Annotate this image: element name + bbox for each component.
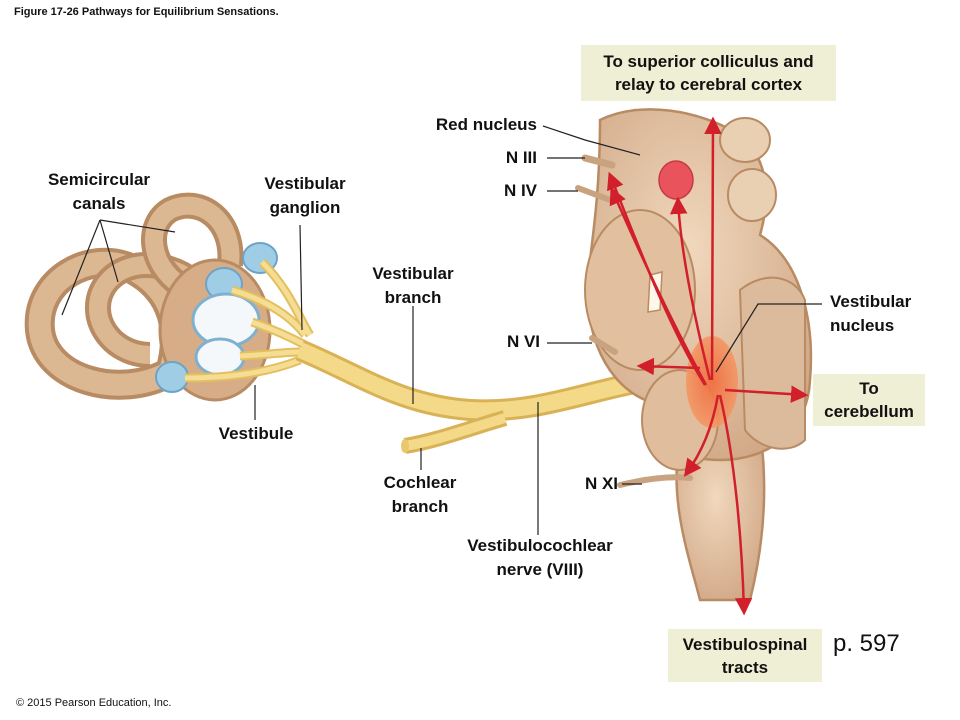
box-to-cerebellum: To cerebellum — [813, 374, 925, 426]
page-reference: p. 597 — [833, 630, 900, 657]
label-n-xi: N XI — [584, 474, 618, 493]
box-superior-colliculus: To superior colliculus and relay to cere… — [581, 45, 836, 101]
label-vestibular-ganglion: Vestibular ganglion — [264, 174, 346, 217]
red-nucleus-structure — [658, 160, 694, 200]
copyright-notice: © 2015 Pearson Education, Inc. — [16, 697, 172, 709]
label-vestibule: Vestibule — [218, 424, 294, 443]
n-iii-stub — [581, 154, 616, 169]
label-vestibular-branch: Vestibular branch — [372, 264, 454, 307]
label-cochlear-branch: Cochlear branch — [383, 473, 457, 516]
vestibular-nucleus-structure — [686, 336, 738, 428]
label-n-iv: N IV — [503, 181, 537, 200]
label-n-vi: N VI — [506, 332, 540, 351]
n-iv-stub — [575, 185, 613, 203]
leader-lines — [61, 125, 822, 535]
n-vi-stub — [589, 335, 618, 355]
pathway-arrows — [607, 116, 809, 616]
label-red-nucleus: Red nucleus — [435, 115, 537, 134]
box-vestibulospinal-tracts: Vestibulospinal tracts — [668, 629, 822, 682]
label-vestibulocochlear-nerve: Vestibulocochlear nerve (VIII) — [467, 536, 613, 579]
figure-caption: Figure 17-26 Pathways for Equilibrium Se… — [14, 6, 279, 18]
label-vestibular-nucleus: Vestibular nucleus — [830, 292, 912, 335]
label-semicircular-canals: Semicircular canals — [47, 170, 151, 213]
label-n-iii: N III — [505, 148, 537, 167]
n-xi-stub — [617, 474, 693, 488]
